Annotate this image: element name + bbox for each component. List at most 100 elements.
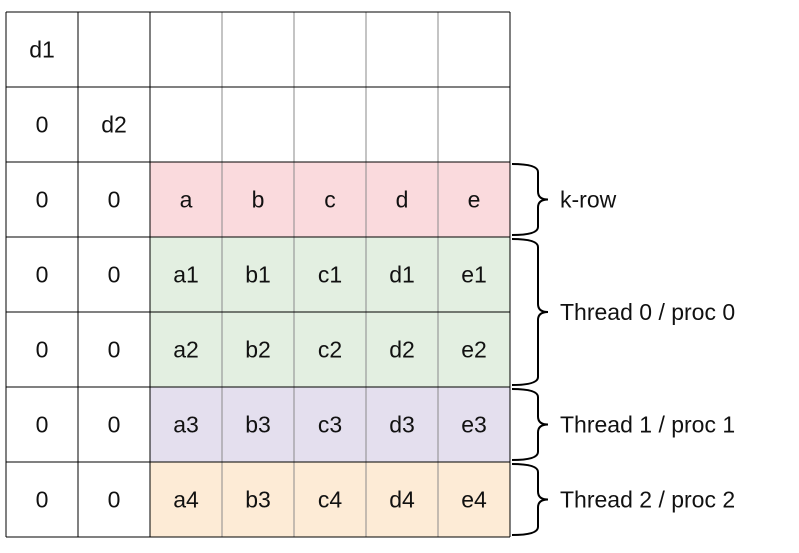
bracket-0 xyxy=(511,163,549,236)
cell-r3-c1 xyxy=(78,237,150,312)
bracket-label-0: k-row xyxy=(560,187,617,213)
cell-r3-c6 xyxy=(438,237,510,312)
cell-r0-c0 xyxy=(6,12,78,87)
bracket-3 xyxy=(511,463,549,536)
cell-r1-c1 xyxy=(78,87,150,162)
cell-r5-c6 xyxy=(438,387,510,462)
cell-r2-c2 xyxy=(150,162,222,237)
cell-text-r3-c0: 0 xyxy=(36,262,49,288)
cell-r2-c0 xyxy=(6,162,78,237)
bracket-label-3: Thread 2 / proc 2 xyxy=(560,487,735,513)
cell-r0-c5 xyxy=(366,12,438,87)
cell-r4-c5 xyxy=(366,312,438,387)
cell-r6-c0 xyxy=(6,462,78,537)
cell-text-r3-c1: 0 xyxy=(108,262,121,288)
cell-text-r2-c2: a xyxy=(180,187,193,213)
cell-r6-c2 xyxy=(150,462,222,537)
cell-r6-c5 xyxy=(366,462,438,537)
cell-r1-c2 xyxy=(150,87,222,162)
cell-r4-c1 xyxy=(78,312,150,387)
grid-lines xyxy=(5,11,511,538)
bracket-2 xyxy=(511,388,549,461)
cell-r3-c5 xyxy=(366,237,438,312)
cell-text-r2-c0: 0 xyxy=(36,187,49,213)
cell-text-r4-c3: b2 xyxy=(245,337,271,363)
cell-text-r6-c4: c4 xyxy=(318,487,343,513)
cell-r5-c5 xyxy=(366,387,438,462)
cell-r4-c2 xyxy=(150,312,222,387)
cell-text-r6-c2: a4 xyxy=(173,487,199,513)
cell-text-r5-c3: b3 xyxy=(245,412,271,438)
cell-r3-c2 xyxy=(150,237,222,312)
cell-r4-c4 xyxy=(294,312,366,387)
cell-r4-c3 xyxy=(222,312,294,387)
cell-text-r4-c2: a2 xyxy=(173,337,199,363)
cell-r4-c0 xyxy=(6,312,78,387)
cell-text-r6-c5: d4 xyxy=(389,487,415,513)
cell-r6-c6 xyxy=(438,462,510,537)
cell-r6-c4 xyxy=(294,462,366,537)
cell-text-r2-c3: b xyxy=(252,187,265,213)
cell-text-r5-c6: e3 xyxy=(461,412,487,438)
cell-r6-c3 xyxy=(222,462,294,537)
cell-r2-c4 xyxy=(294,162,366,237)
cell-text-r0-c0: d1 xyxy=(29,37,55,63)
cell-text-r5-c2: a3 xyxy=(173,412,199,438)
cell-r5-c1 xyxy=(78,387,150,462)
cell-r2-c1 xyxy=(78,162,150,237)
cell-r2-c5 xyxy=(366,162,438,237)
cell-r0-c1 xyxy=(78,12,150,87)
cell-r1-c4 xyxy=(294,87,366,162)
cell-text-r4-c4: c2 xyxy=(318,337,342,363)
cell-r4-c6 xyxy=(438,312,510,387)
cell-text-r1-c0: 0 xyxy=(36,112,49,138)
cell-r0-c6 xyxy=(438,12,510,87)
cell-text-r5-c0: 0 xyxy=(36,412,49,438)
cell-r1-c5 xyxy=(366,87,438,162)
cell-r3-c4 xyxy=(294,237,366,312)
cell-text-r4-c6: e2 xyxy=(461,337,487,363)
cell-r0-c3 xyxy=(222,12,294,87)
cells-layer xyxy=(6,12,510,537)
cell-text-r3-c6: e1 xyxy=(461,262,487,288)
cell-text-r5-c1: 0 xyxy=(108,412,121,438)
cell-r1-c0 xyxy=(6,87,78,162)
cell-r2-c6 xyxy=(438,162,510,237)
cell-text-r5-c4: c3 xyxy=(318,412,342,438)
cell-r6-c1 xyxy=(78,462,150,537)
bracket-label-2: Thread 1 / proc 1 xyxy=(560,412,735,438)
cell-text-r3-c5: d1 xyxy=(389,262,415,288)
cell-r5-c3 xyxy=(222,387,294,462)
bracket-1 xyxy=(511,238,549,386)
cell-text-r3-c3: b1 xyxy=(245,262,271,288)
cell-text-r3-c2: a1 xyxy=(173,262,199,288)
cell-r2-c3 xyxy=(222,162,294,237)
cell-text-r6-c1: 0 xyxy=(108,487,121,513)
cell-text-r2-c6: e xyxy=(468,187,481,213)
cell-r1-c3 xyxy=(222,87,294,162)
cell-text-r6-c3: b3 xyxy=(245,487,271,513)
cell-text-r6-c6: e4 xyxy=(461,487,487,513)
cell-text-r2-c5: d xyxy=(396,187,409,213)
cell-text-r4-c5: d2 xyxy=(389,337,415,363)
cell-r3-c0 xyxy=(6,237,78,312)
cell-text-r2-c4: c xyxy=(324,187,336,213)
bracket-label-1: Thread 0 / proc 0 xyxy=(560,299,735,325)
cell-r5-c4 xyxy=(294,387,366,462)
cell-r1-c6 xyxy=(438,87,510,162)
cell-texts: d1 0 d2 0 0 a b c d e 0 0 a1 b1 c1 d1 e1 0 0 a2 b2 c2 d2 e2 0 0 a3… xyxy=(29,37,487,513)
cell-r0-c4 xyxy=(294,12,366,87)
cell-text-r5-c5: d3 xyxy=(389,412,415,438)
cell-text-r4-c0: 0 xyxy=(36,337,49,363)
cell-r5-c2 xyxy=(150,387,222,462)
cell-text-r6-c0: 0 xyxy=(36,487,49,513)
cell-r0-c2 xyxy=(150,12,222,87)
cell-text-r2-c1: 0 xyxy=(108,187,121,213)
cell-r3-c3 xyxy=(222,237,294,312)
cell-text-r1-c1: d2 xyxy=(101,112,127,138)
cell-text-r3-c4: c1 xyxy=(318,262,342,288)
cell-text-r4-c1: 0 xyxy=(108,337,121,363)
cell-r5-c0 xyxy=(6,387,78,462)
